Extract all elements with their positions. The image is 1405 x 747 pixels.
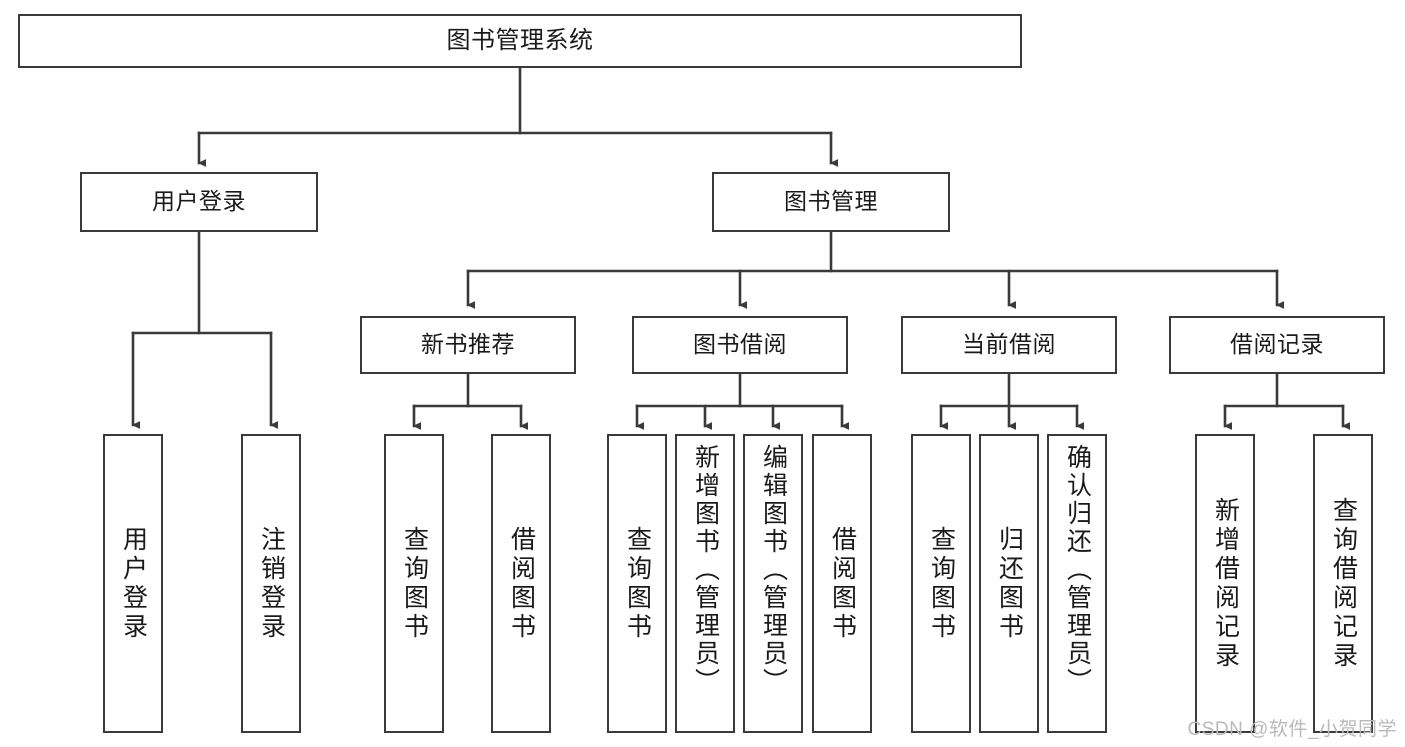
leaf-borrow-book[interactable]: 借阅图书 — [812, 434, 872, 733]
node-label: 归还图书 — [995, 525, 1024, 642]
leaf-query-borrow-record[interactable]: 查询借阅记录 — [1313, 434, 1373, 733]
node-book-borrow[interactable]: 图书借阅 — [632, 316, 848, 374]
leaf-return-book[interactable]: 归还图书 — [979, 434, 1039, 733]
node-label: 注销登录 — [257, 525, 286, 642]
node-label: 查询图书 — [400, 525, 429, 642]
leaf-add-book-admin[interactable]: 新增图书（管理员） — [675, 434, 735, 733]
leaf-confirm-return-admin[interactable]: 确认归还（管理员） — [1047, 434, 1107, 733]
node-user-login[interactable]: 用户登录 — [80, 172, 318, 232]
node-label: 确认归还（管理员） — [1063, 444, 1092, 696]
node-label: 图书借阅 — [693, 331, 787, 358]
watermark-text: CSDN @软件_小贺同学 — [1187, 719, 1397, 740]
node-label: 当前借阅 — [962, 331, 1056, 358]
node-label: 借阅图书 — [828, 525, 857, 642]
node-new-book-recommend[interactable]: 新书推荐 — [360, 316, 576, 374]
leaf-edit-book-admin[interactable]: 编辑图书（管理员） — [743, 434, 803, 733]
node-root-system[interactable]: 图书管理系统 — [18, 14, 1022, 68]
node-label: 借阅图书 — [507, 525, 536, 642]
node-label: 新增借阅记录 — [1211, 496, 1240, 671]
node-label: 查询图书 — [623, 525, 652, 642]
node-label: 图书管理 — [784, 188, 878, 215]
leaf-user-login[interactable]: 用户登录 — [103, 434, 163, 733]
leaf-logout[interactable]: 注销登录 — [241, 434, 301, 733]
leaf-add-borrow-record[interactable]: 新增借阅记录 — [1195, 434, 1255, 733]
node-book-management[interactable]: 图书管理 — [712, 172, 950, 232]
node-label: 查询图书 — [927, 525, 956, 642]
node-label: 用户登录 — [152, 188, 246, 215]
node-label: 用户登录 — [119, 525, 148, 642]
node-label: 查询借阅记录 — [1329, 496, 1358, 671]
leaf-query-book-borrow[interactable]: 查询图书 — [607, 434, 667, 733]
node-label: 编辑图书（管理员） — [759, 444, 788, 696]
node-label: 新书推荐 — [421, 331, 515, 358]
node-borrow-record[interactable]: 借阅记录 — [1169, 316, 1385, 374]
leaf-query-book-current[interactable]: 查询图书 — [911, 434, 971, 733]
node-label: 借阅记录 — [1230, 331, 1324, 358]
node-current-borrow[interactable]: 当前借阅 — [901, 316, 1117, 374]
node-label: 图书管理系统 — [446, 26, 594, 54]
node-label: 新增图书（管理员） — [691, 444, 720, 696]
leaf-borrow-book-new[interactable]: 借阅图书 — [491, 434, 551, 733]
leaf-query-book-new[interactable]: 查询图书 — [384, 434, 444, 733]
